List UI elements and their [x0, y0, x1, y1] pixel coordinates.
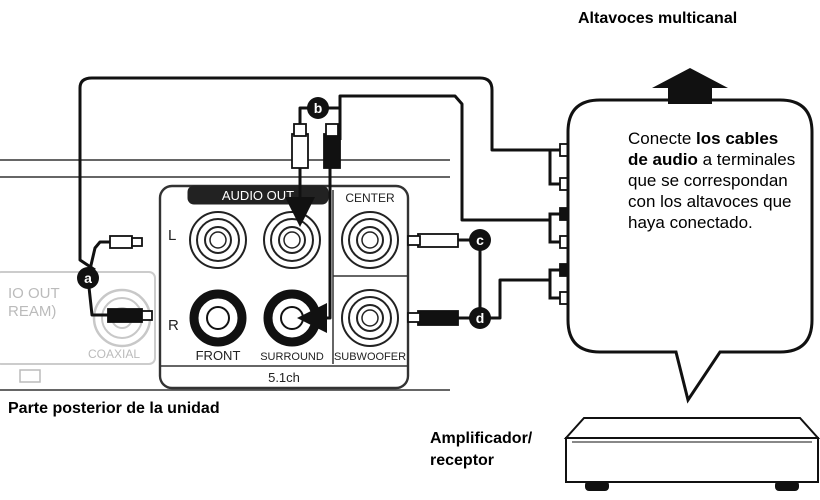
subwoofer-label: SUBWOOFER — [334, 351, 406, 363]
marker-b-label: b — [314, 100, 323, 116]
coaxial-label: COAXIAL — [88, 347, 140, 361]
amplifier-title: Amplificador/ receptor — [430, 428, 532, 472]
marker-c: c — [469, 229, 491, 251]
center-jack — [341, 211, 399, 269]
front-left-jack — [189, 211, 247, 269]
center-label: CENTER — [345, 191, 395, 205]
channels-label: 5.1ch — [268, 370, 300, 385]
bubble-text-pre: Conecte — [628, 129, 697, 148]
multichannel-speakers-title: Altavoces multicanal — [578, 10, 738, 27]
digital-out-label-2: REAM) — [8, 303, 56, 320]
up-arrow-icon — [652, 68, 728, 104]
marker-d: d — [469, 307, 491, 329]
front-label: FRONT — [196, 348, 241, 363]
right-channel-label: R — [168, 317, 179, 334]
speech-bubble — [566, 98, 814, 404]
subwoofer-jack — [341, 289, 399, 347]
unit-outline — [0, 159, 450, 391]
unit-rear-title: Parte posterior de la unidad — [8, 400, 220, 417]
amplifier-title-line2: receptor — [430, 452, 495, 469]
marker-b: b — [307, 97, 329, 119]
digital-out-label-1: IO OUT — [8, 285, 60, 302]
marker-a: a — [77, 267, 99, 289]
marker-d-label: d — [476, 310, 485, 326]
bubble-text-bold: los cables de audio — [628, 129, 779, 169]
audio-out-label: AUDIO OUT — [222, 188, 294, 203]
marker-c-label: c — [476, 232, 484, 248]
amplifier-icon — [563, 417, 820, 491]
front-right-jack — [189, 289, 247, 347]
speaker-split-lines — [540, 148, 560, 300]
bubble-instruction: Conecte los cables de audio a terminales… — [628, 128, 798, 233]
bubble-text-post: a terminales que se correspondan con los… — [628, 150, 796, 232]
amplifier-title-line1: Amplificador/ — [430, 430, 533, 447]
left-channel-label: L — [168, 227, 176, 244]
surround-label: SURROUND — [260, 351, 324, 363]
marker-a-label: a — [84, 270, 92, 286]
